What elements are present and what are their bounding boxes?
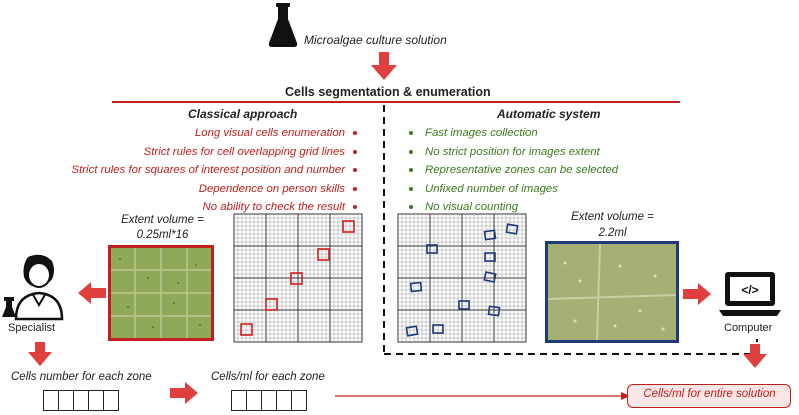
down-arrow-icon [28,342,52,366]
result-label: Cells/ml for entire solution [643,388,776,400]
selection-box [483,229,497,241]
down-arrow-icon [743,344,767,368]
diagram-title: Cells segmentation & enumeration [285,85,491,99]
automatic-extent-line1: Extent volume = [571,211,654,223]
flask-label: Microalgae culture solution [304,33,447,47]
automatic-item: Unfixed number of images [409,180,709,199]
selection-box [317,248,330,261]
automatic-microscope-image [545,241,679,343]
zone-count-cells [43,390,119,411]
automatic-extent-line2: 2.2ml [598,227,627,239]
specialist-label: Specialist [8,322,56,334]
classical-heading: Classical approach [188,107,298,121]
svg-text:</>: </> [741,283,758,297]
classical-extent-line2: 0.25ml*16 [136,229,189,241]
automatic-heading: Automatic system [497,107,601,121]
automatic-item: Fast images collection [409,124,709,143]
selection-box [409,281,423,293]
specialist-icon [2,254,64,321]
right-arrow-icon [170,382,198,404]
selection-box [290,272,303,285]
selection-box [426,244,438,254]
classical-grid [233,213,363,343]
classical-microscope-image [108,245,214,341]
title-divider [112,101,680,103]
automatic-item: No strict position for images extent [409,143,709,162]
automatic-item: No visual counting [409,198,709,217]
selection-box [240,323,253,336]
classical-item: Strict rules for cell overlapping grid l… [17,143,357,162]
result-box [627,384,791,408]
down-arrow-icon [371,52,397,80]
flask-icon [268,3,298,47]
computer-icon: </> [719,272,781,316]
selection-box [487,305,501,317]
classical-list: Long visual cells enumeration Strict rul… [17,124,357,217]
classical-item: Strict rules for squares of interest pos… [17,161,357,180]
selection-box [458,300,470,310]
result-connector [335,392,630,400]
computer-label: Computer [724,322,773,334]
selection-box [505,223,519,235]
selection-box [342,220,355,233]
selection-box [484,252,496,262]
classical-item: No ability to check the result [17,198,357,217]
selection-box [265,298,278,311]
classical-item: Long visual cells enumeration [17,124,357,143]
selection-box [405,325,419,337]
zone-count-label: Cells number for each zone [11,371,152,383]
selection-box [483,271,497,283]
classical-item: Dependence on person skills [17,180,357,199]
left-arrow-icon [78,282,106,304]
automatic-grid [397,213,527,343]
automatic-item: Representative zones can be selected [409,161,709,180]
cells-ml-zone-cells [231,390,307,411]
classical-extent-line1: Extent volume = [121,214,204,226]
cells-ml-zone-label: Cells/ml for each zone [211,371,325,383]
selection-box [432,324,444,334]
automatic-list: Fast images collection No strict positio… [409,124,709,217]
right-arrow-icon [683,283,711,305]
